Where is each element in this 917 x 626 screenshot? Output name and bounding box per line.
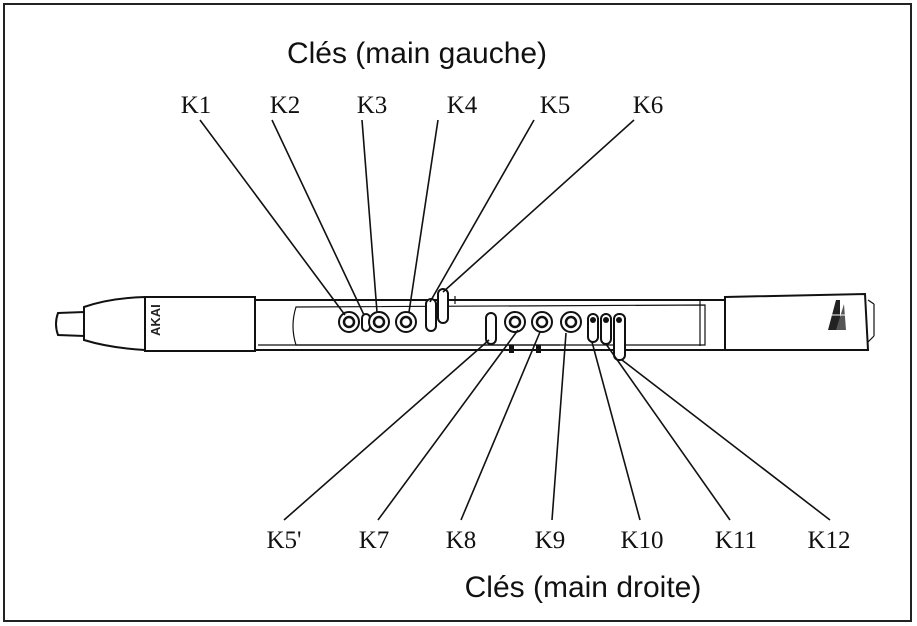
brand-logo-side: AKAI	[148, 304, 163, 336]
body-detail	[536, 345, 541, 353]
key-label-k7: K7	[359, 527, 390, 554]
key-label-k8: K8	[446, 527, 477, 554]
leader-line-k5	[429, 119, 535, 303]
svg-text:AKAI: AKAI	[148, 304, 163, 336]
key-k7	[504, 311, 526, 333]
leader-line-k5-prime	[283, 339, 490, 521]
body-detail	[509, 345, 514, 353]
leader-line-k12	[621, 359, 831, 521]
key-k6	[437, 288, 449, 324]
title-left-hand-keys: Clés (main gauche)	[287, 37, 547, 70]
leader-line-k7	[377, 329, 519, 521]
key-k5	[425, 298, 437, 332]
key-label-k4: K4	[447, 92, 478, 119]
leader-line-k9	[551, 332, 567, 521]
key-label-k12: K12	[807, 527, 850, 554]
key-label-k5-prime: K5'	[266, 527, 301, 554]
leader-line-k2	[271, 119, 365, 316]
key-label-k2: K2	[270, 92, 301, 119]
key-k8	[531, 311, 553, 333]
key-label-k6: K6	[633, 92, 664, 119]
key-k5-prime	[485, 312, 497, 345]
instrument-body	[55, 292, 875, 352]
key-k10	[587, 313, 599, 343]
key-k12	[613, 313, 626, 361]
key-label-k9: K9	[535, 527, 566, 554]
key-label-k3: K3	[357, 92, 388, 119]
leader-line-k6	[442, 119, 635, 293]
title-right-hand-keys: Clés (main droite)	[465, 571, 702, 604]
key-label-k1: K1	[181, 92, 212, 119]
key-label-k5: K5	[540, 92, 571, 119]
key-k11	[600, 313, 612, 345]
leader-line-k10	[591, 341, 641, 521]
key-k9	[560, 311, 582, 333]
leader-line-k4	[408, 119, 439, 313]
key-k4	[395, 311, 417, 333]
leader-line-k3	[361, 119, 378, 313]
key-label-k10: K10	[620, 527, 663, 554]
leader-line-k8	[460, 331, 541, 521]
key-k3	[368, 311, 390, 333]
key-k1	[338, 311, 360, 333]
key-label-k11: K11	[715, 527, 757, 554]
leader-line-k11	[605, 343, 731, 521]
brand-logo-end	[828, 300, 846, 330]
leader-line-k1	[199, 119, 346, 316]
